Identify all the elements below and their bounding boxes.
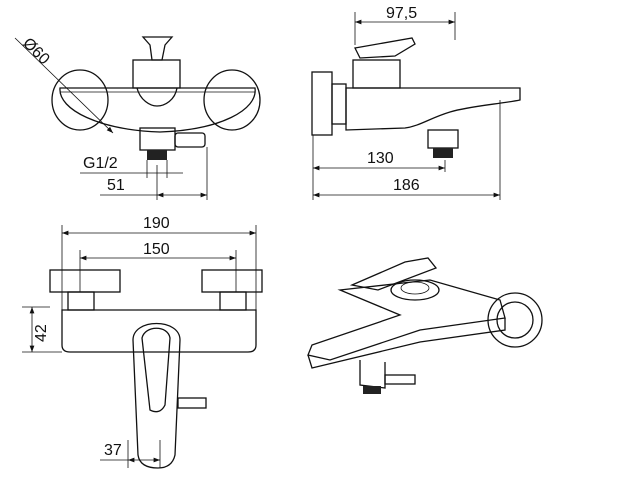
center-distance-label: 150: [143, 241, 170, 258]
isometric-view: [307, 257, 543, 394]
top-view: Ø60 G1/2 51: [14, 35, 261, 200]
height-label: 42: [33, 324, 50, 342]
offset-label: 51: [107, 177, 125, 194]
depth-label: 186: [393, 177, 420, 194]
handle-depth-label: 97,5: [386, 5, 417, 22]
width-label: 190: [143, 215, 170, 232]
front-view: 190 150 42 37: [22, 215, 263, 469]
diameter-label: Ø60: [19, 35, 52, 68]
side-view: 97,5 130 186: [311, 5, 521, 200]
thread-label: G1/2: [83, 155, 118, 172]
handle-width-label: 37: [104, 442, 122, 459]
reach-label: 130: [367, 150, 394, 167]
